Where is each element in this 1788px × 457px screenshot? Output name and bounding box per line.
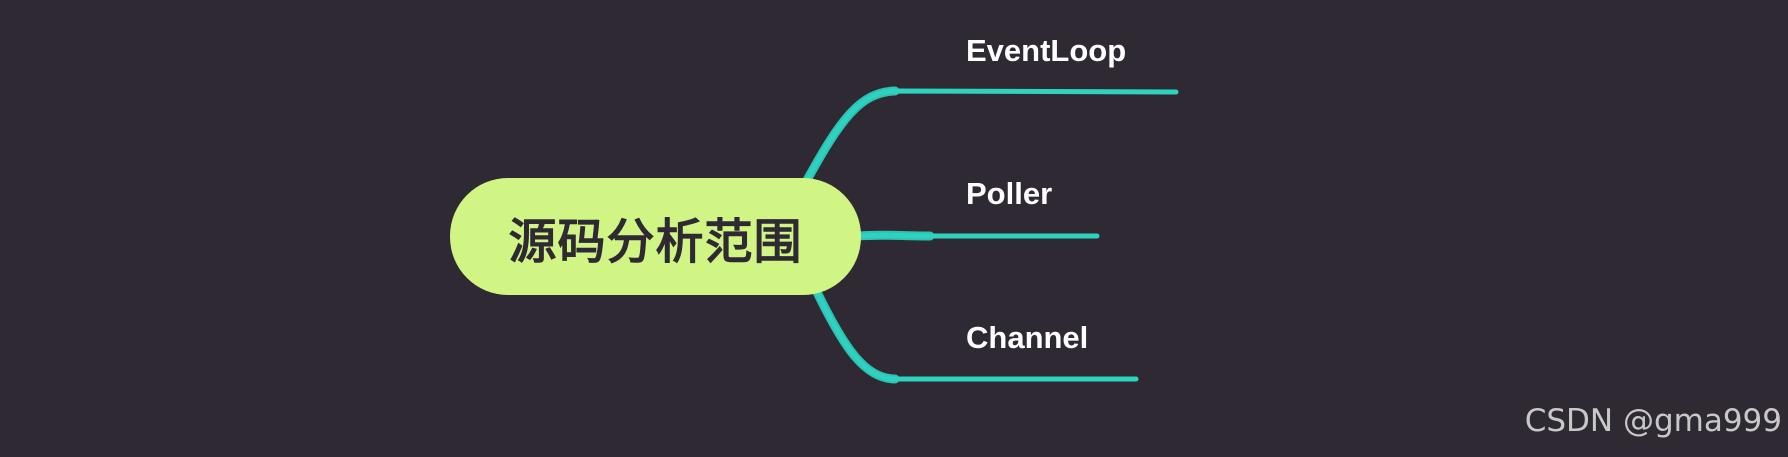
branch-topic-eventloop[interactable]: EventLoop (966, 33, 1127, 68)
watermark-text: CSDN @gma999 (1524, 403, 1782, 439)
branch-topic-channel[interactable]: Channel (966, 320, 1089, 355)
branch-topic-poller[interactable]: Poller (966, 176, 1053, 211)
root-topic-node[interactable]: 源码分析范围 (450, 178, 861, 295)
connector-eventloop-taper (801, 86, 900, 187)
connector-channel-taper (811, 285, 900, 384)
root-topic-label: 源码分析范围 (508, 213, 803, 270)
connector-poller-taper (853, 230, 935, 241)
